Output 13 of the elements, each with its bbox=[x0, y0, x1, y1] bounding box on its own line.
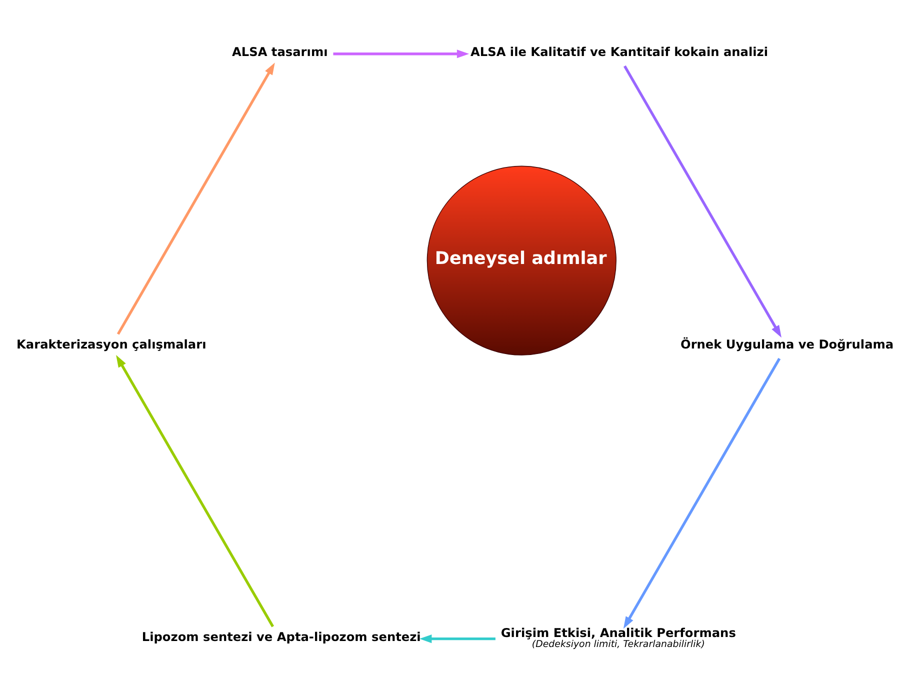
arrow bbox=[420, 634, 496, 643]
arrow bbox=[116, 62, 275, 334]
node-text: Örnek Uygulama ve Doğrulama bbox=[680, 337, 894, 352]
node-text: Girişim Etkisi, Analitik Performans (Dedeksiyon limiti, Tekrarlanabilirlik) bbox=[500, 626, 736, 650]
node-text: Lipozom sentezi ve Apta-lipozom sentezi bbox=[142, 630, 421, 644]
arrow bbox=[116, 354, 274, 627]
node-text: ALSA tasarımı bbox=[232, 44, 328, 59]
node-text: Karakterizasyon çalışmaları bbox=[16, 337, 206, 352]
arrow bbox=[333, 49, 470, 58]
arrow bbox=[623, 357, 781, 628]
arrow bbox=[624, 64, 782, 338]
node-text: ALSA ile Kalitatif ve Kantitaif kokain analizi bbox=[470, 44, 768, 59]
node-circle: Deneysel adımlar bbox=[426, 165, 616, 355]
